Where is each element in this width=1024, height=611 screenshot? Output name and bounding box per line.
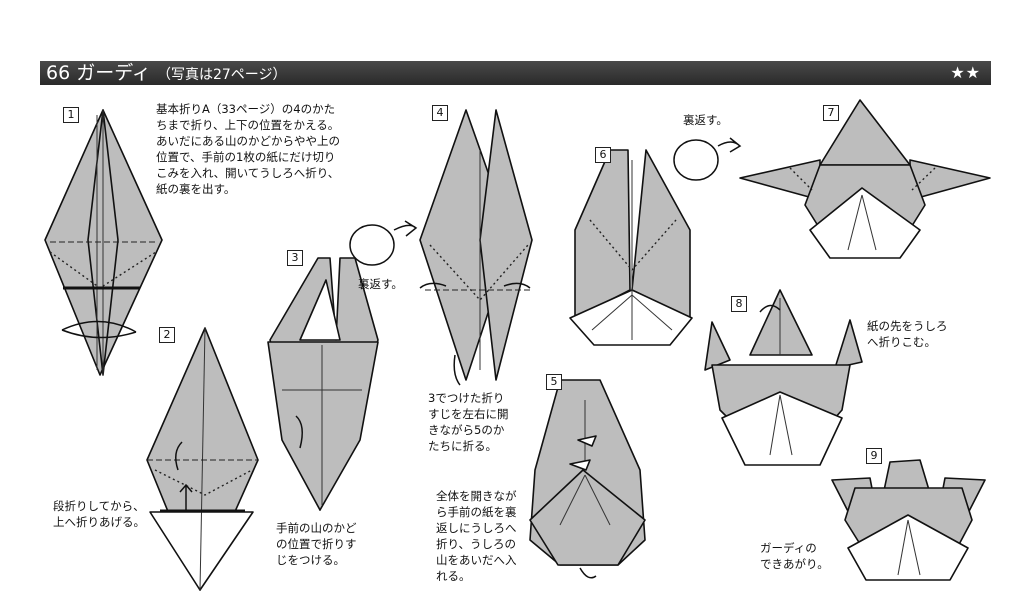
- model-name: ガーディ: [76, 62, 151, 84]
- step-1-label: 1: [63, 107, 79, 123]
- step-4-label: 4: [432, 105, 448, 121]
- step-2-label: 2: [159, 327, 175, 343]
- step-8-label: 8: [731, 296, 747, 312]
- step-6-label: 6: [595, 147, 611, 163]
- step-8-diagram: [704, 289, 863, 466]
- title-bar: 66 ガーディ （写真は27ページ） ★★: [40, 61, 991, 85]
- turn-over-arrow-2: [673, 137, 742, 181]
- step-3-label: 3: [287, 250, 303, 266]
- step-3-instructions: 手前の山のかど の位置で折りす じをつける。: [276, 521, 357, 567]
- step-2-instructions: 段折りしてから、 上へ折りあげる。: [53, 499, 145, 529]
- step-1-instructions: 基本折りA（33ページ）の4のかた ちまで折り、上下の位置をかえる。 あいだにあ…: [156, 102, 340, 196]
- turn-over-arrow-1: [349, 220, 418, 266]
- step-5-label: 5: [546, 374, 562, 390]
- step-3-diagram: [267, 257, 379, 511]
- turn-over-text-2: 裏返す。: [683, 113, 728, 127]
- step-5-instructions: 全体を開きなが ら手前の紙を裏 返しにうしろへ 折り、うしろの 山をあいだへ入 …: [436, 489, 517, 583]
- step-8-instructions: 紙の先をうしろ へ折りこむ。: [867, 319, 948, 349]
- step-1-diagram: [44, 109, 163, 376]
- step-7-label: 7: [823, 105, 839, 121]
- step-4-instructions: 3でつけた折り すじを左右に開 きながら5のか たちに折る。: [428, 391, 509, 453]
- step-5-diagram: [529, 379, 646, 579]
- difficulty-stars: ★★: [950, 63, 981, 82]
- page-title: 66 ガーディ （写真は27ページ）: [46, 61, 287, 87]
- step-6-diagram: [569, 149, 693, 346]
- step-9-label: 9: [866, 448, 882, 464]
- step-7-diagram: [739, 99, 991, 259]
- photo-reference: （写真は27ページ）: [156, 67, 287, 83]
- step-9-diagram: [831, 459, 986, 581]
- step-2-diagram: [146, 327, 259, 591]
- step-4-diagram: [419, 109, 533, 386]
- model-number: 66: [46, 62, 71, 84]
- step-9-instructions: ガーディの できあがり。: [760, 541, 829, 571]
- turn-over-text-1: 裏返す。: [358, 277, 403, 291]
